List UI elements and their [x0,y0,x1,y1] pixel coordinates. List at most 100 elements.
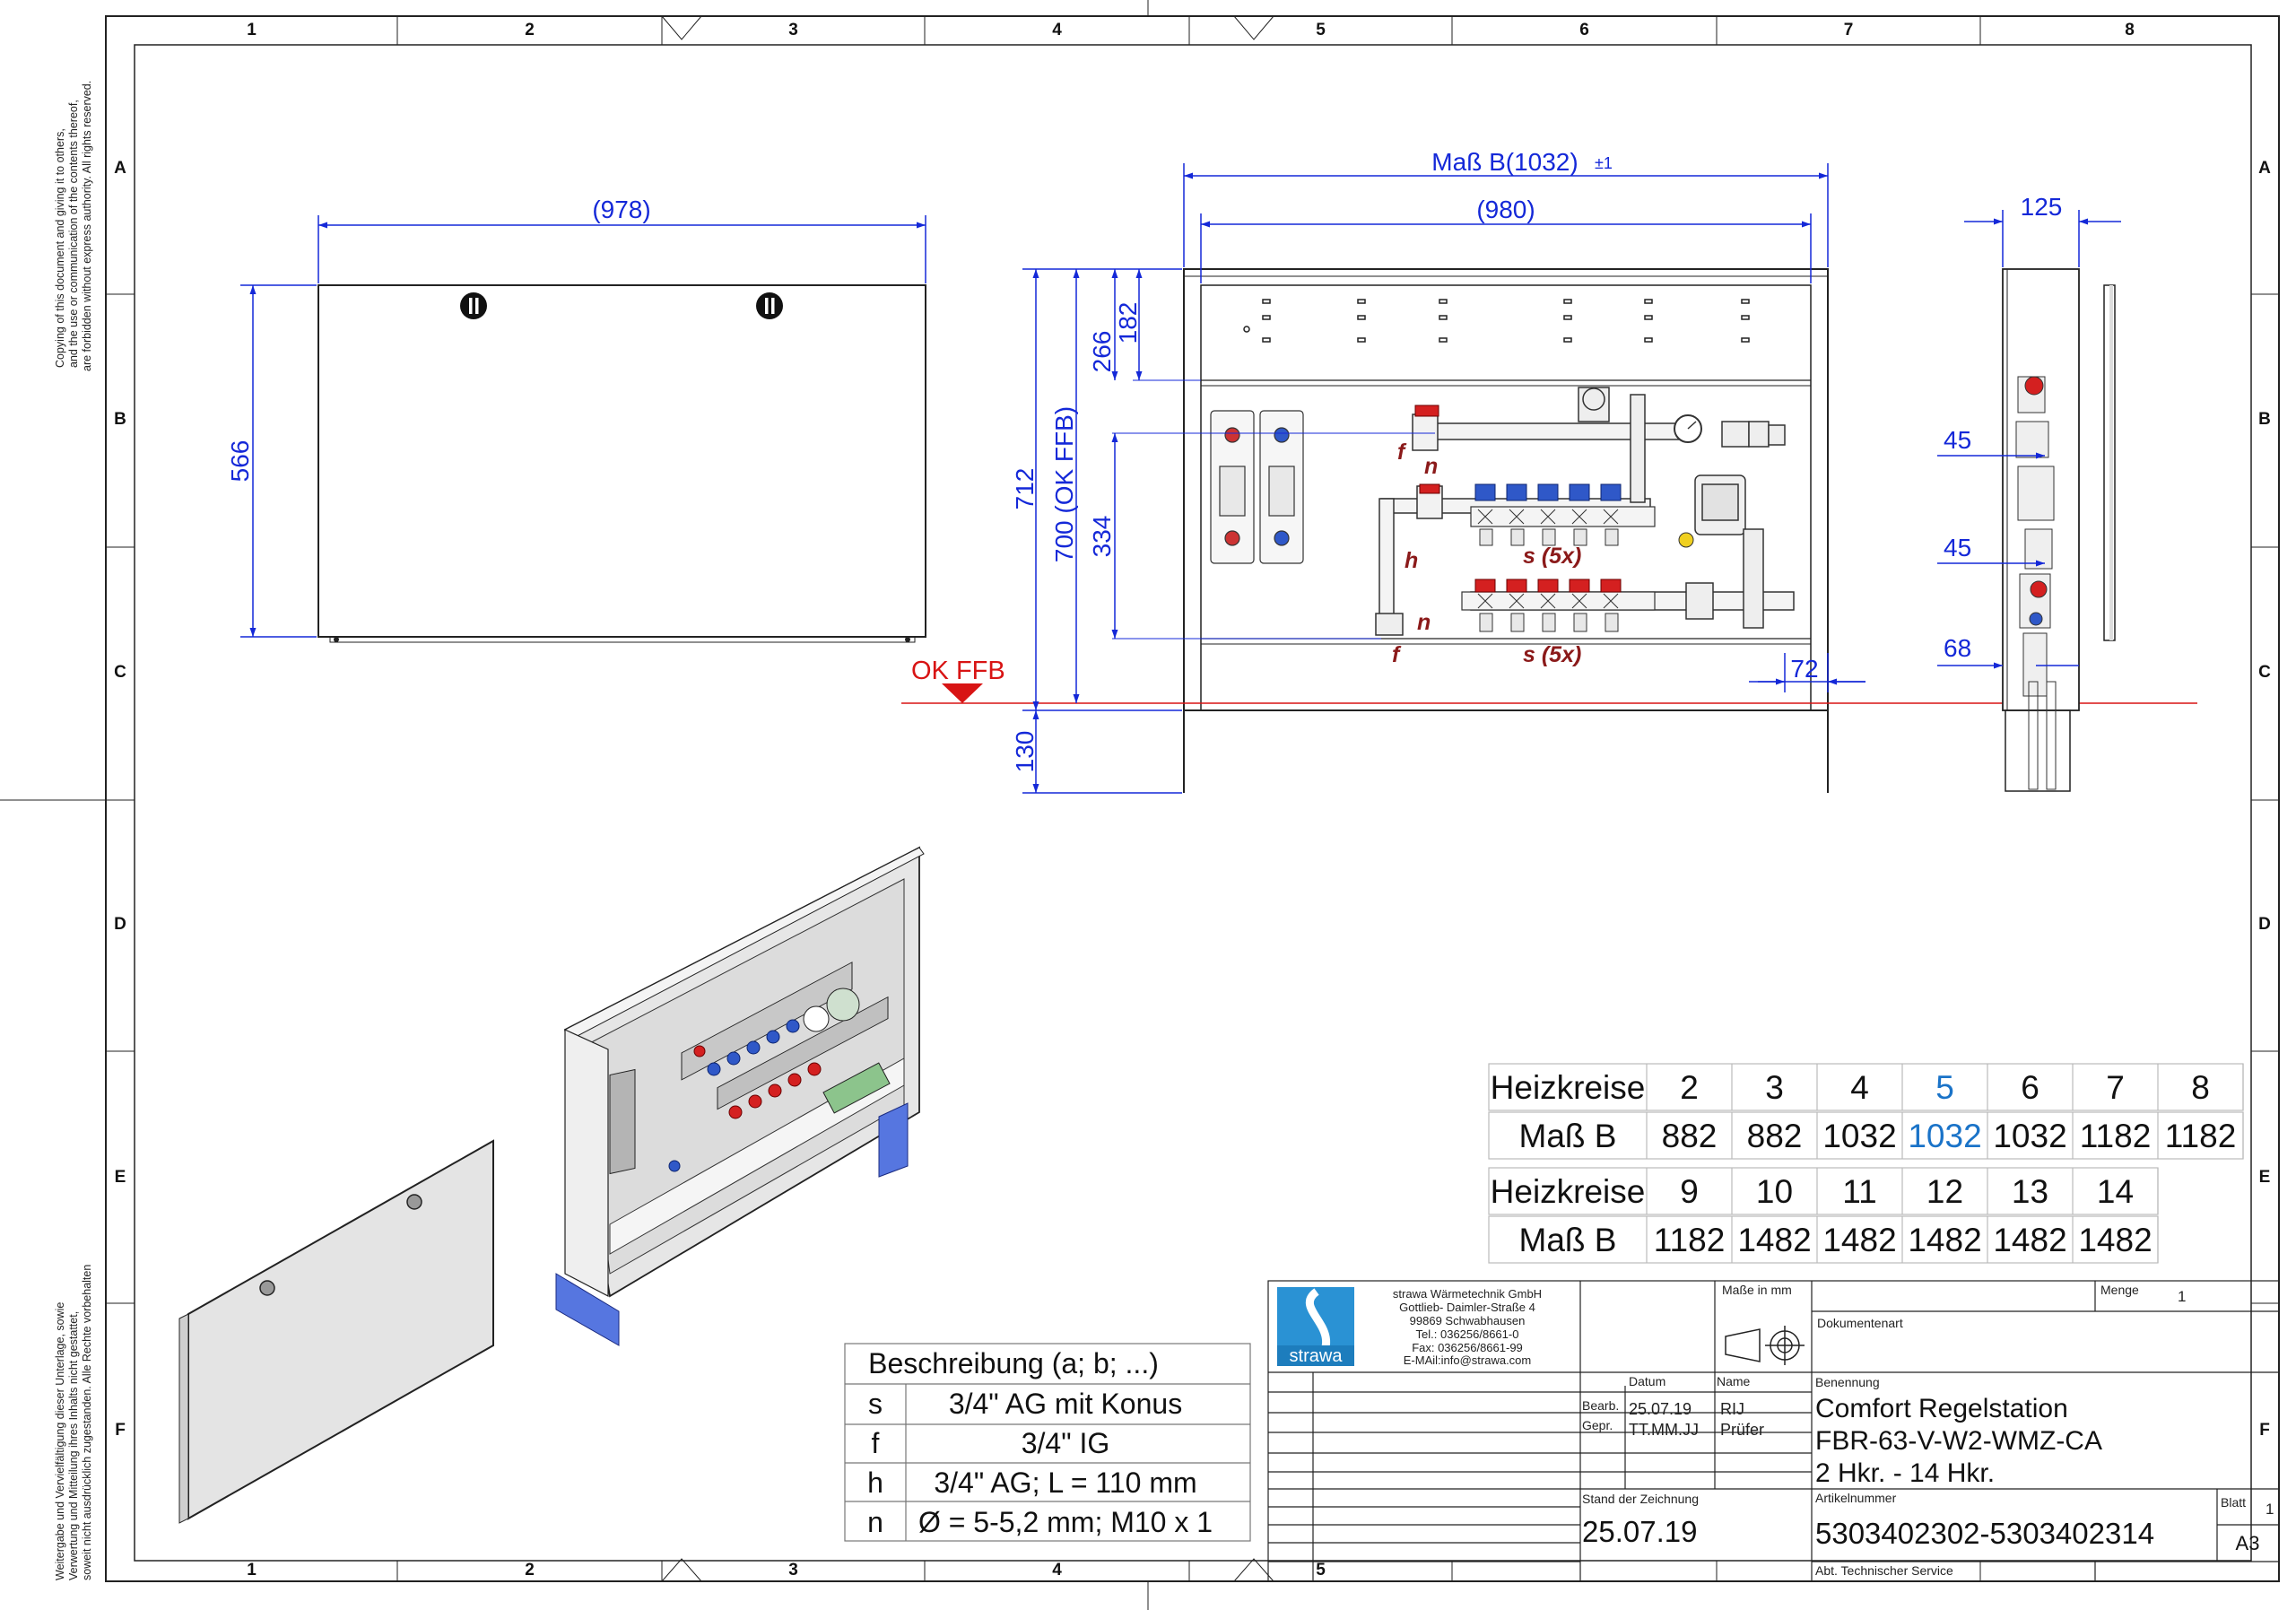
projection-symbol-icon [1725,1326,1805,1365]
desc-val-h: 3/4" AG; L = 110 mm [934,1466,1196,1499]
zone-column-label: 4 [1052,21,1062,39]
floor-marker-icon [942,683,983,703]
zone-row-label: E [115,1168,126,1187]
abt-label: Abt. Technischer Service [1815,1563,1953,1578]
gepr-date: TT.MM.JJ [1629,1421,1699,1439]
callout-f-bottom: f [1392,642,1402,667]
company-line-3: 99869 Schwabhausen [1410,1314,1526,1327]
callout-h: h [1405,548,1418,573]
main-view-station: f n h s (5x) n f s (5x) OK FFB Maß B(103… [901,148,2197,794]
size-table-cell: 1182 [2080,1118,2152,1154]
size-table-cell: 14 [2097,1173,2134,1210]
front-height-dim: 566 [226,440,254,483]
size-table-row-label: Maß B [1519,1118,1617,1154]
title-line-1: Comfort Regelstation [1815,1394,2068,1423]
callout-n-top: n [1424,454,1438,479]
size-table-cell: 1182 [2165,1118,2237,1154]
dim-712: 712 [1011,468,1039,510]
zone-row-label: D [2258,915,2271,934]
size-table-cell: 12 [1926,1173,1963,1210]
desc-key-h: h [867,1466,883,1499]
warning-sticker-icon [1678,532,1694,548]
size-table-cell: 882 [1747,1118,1803,1154]
supply-manifold [1461,579,1656,632]
side-view: 125 45 45 68 [1937,193,2121,792]
side-dim-45-bottom: 45 [1944,534,1971,561]
return-manifold [1470,483,1656,546]
bearb-label: Bearb. [1582,1398,1619,1413]
desc-header: Beschreibung (a; b; ...) [868,1347,1159,1379]
zone-row-label: A [114,159,126,178]
side-dim-45-top: 45 [1944,426,1971,454]
company-line-1: strawa Wärmetechnik GmbH [1393,1287,1542,1301]
desc-val-s: 3/4" AG mit Konus [949,1388,1182,1420]
size-table-row-label: Heizkreise [1491,1173,1646,1210]
copyright-de-line-1: Weitergabe und Vervielfältigung dieser U… [54,1302,66,1580]
size-table-cell: 2 [1680,1069,1699,1106]
cover-panel [317,284,926,638]
size-table-cell: 5 [1935,1069,1954,1106]
logo-text: strawa [1290,1346,1344,1366]
gepr-name: Prüfer [1720,1421,1764,1439]
size-table-cell: 1482 [1993,1222,2066,1258]
tolerance-label: ±1 [1595,154,1613,172]
desc-val-f: 3/4" IG [1022,1427,1110,1459]
title-line-2: FBR-63-V-W2-WMZ-CA [1815,1426,2102,1456]
zone-column-label: 3 [788,1561,798,1580]
desc-key-s: s [868,1388,883,1420]
dim-266: 266 [1088,331,1116,373]
stand-value: 25.07.19 [1582,1515,1697,1548]
zone-row-label: C [2258,663,2271,682]
size-table-cell: 4 [1850,1069,1869,1106]
callout-f-top: f [1397,439,1407,465]
format-value: A3 [2236,1532,2260,1554]
zone-column-label: 4 [1052,1561,1062,1580]
size-table-cell: 1182 [1654,1222,1726,1258]
zone-column-label: 5 [1316,21,1326,39]
zone-grid [106,16,2279,1581]
side-depth-dim: 125 [2021,193,2063,221]
blatt-value: 1 [2266,1501,2274,1518]
desc-key-n: n [867,1506,883,1538]
size-table-cell: 1032 [1993,1118,2066,1154]
centering-marks [661,15,1274,1582]
gepr-label: Gepr. [1582,1418,1613,1432]
zone-column-label: 5 [1316,1561,1326,1580]
thermometer-gauge [1674,414,1702,443]
datum-label: Datum [1629,1374,1665,1388]
size-table-cell: 11 [1842,1173,1876,1210]
name-label: Name [1717,1374,1751,1388]
size-table-cell: 10 [1756,1173,1793,1210]
zone-row-label: A [2258,159,2271,178]
size-table-row-label: Maß B [1519,1222,1617,1258]
lock-icon [756,292,783,319]
company-line-6: E-MAil:info@strawa.com [1404,1353,1532,1367]
zone-row-label: F [2259,1421,2270,1440]
desc-val-n: Ø = 5-5,2 mm; M10 x 1 [918,1506,1213,1538]
size-table-cell: 13 [2012,1173,2048,1210]
size-table-cell: 1482 [1908,1222,1981,1258]
copyright-en-line-3: are forbidden without express authority.… [81,81,93,371]
ball-valves-left [1210,410,1304,564]
size-table-cell: 9 [1680,1173,1699,1210]
size-table-cell: 1482 [1737,1222,1811,1258]
zone-row-label: E [2259,1168,2271,1187]
mounting-holes [1243,299,1750,343]
zone-column-label: 6 [1579,21,1589,39]
size-table-cell: 1482 [2078,1222,2152,1258]
iso-cover-panel [187,1139,494,1520]
blatt-label: Blatt [2221,1495,2246,1510]
size-table-cell: 6 [2021,1069,2039,1106]
zone-column-label: 2 [525,21,535,39]
red-valve-handle [1414,405,1440,494]
bearb-name: RIJ [1720,1400,1744,1418]
desc-key-f: f [872,1427,880,1459]
dim-130: 130 [1011,731,1039,773]
isometric-view [178,846,925,1524]
dim-334: 334 [1088,516,1116,558]
zone-row-label: C [114,663,126,682]
copyright-de-line-3: soweit nicht ausdrücklich zugestanden. A… [81,1265,93,1580]
